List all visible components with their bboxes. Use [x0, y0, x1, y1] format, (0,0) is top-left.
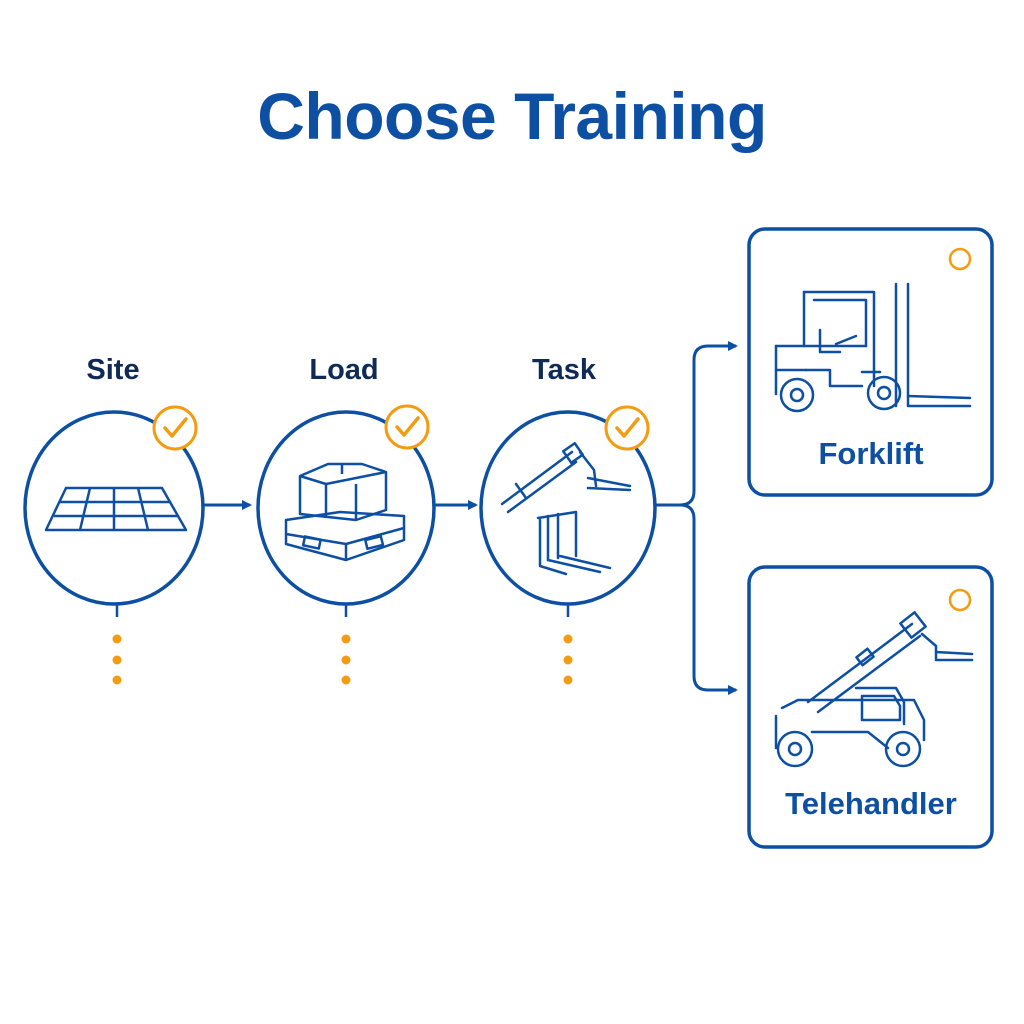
- step-load[interactable]: [256, 404, 436, 685]
- option-label-forklift: Forklift: [818, 436, 924, 471]
- check-icon: [604, 405, 650, 451]
- option-forklift-card[interactable]: [747, 227, 994, 497]
- check-icon: [152, 405, 198, 451]
- step-dots: [563, 634, 573, 685]
- step-dots: [112, 634, 122, 685]
- step-label-task: Task: [532, 354, 596, 386]
- radio-indicator[interactable]: [948, 588, 972, 612]
- option-label-telehandler: Telehandler: [785, 786, 957, 821]
- radio-indicator[interactable]: [948, 247, 972, 271]
- page-title: Choose Training: [257, 79, 767, 153]
- pallet-boxes-icon: [284, 462, 406, 562]
- step-label-site: Site: [86, 354, 140, 386]
- step-task[interactable]: [479, 405, 657, 685]
- step-site[interactable]: [23, 405, 205, 685]
- option-telehandler-card[interactable]: [747, 565, 994, 849]
- step-label-load: Load: [309, 354, 379, 386]
- branch-connector: [655, 341, 738, 695]
- check-icon: [384, 404, 430, 450]
- step-dots: [341, 634, 351, 685]
- lift-arm-forks-icon: [500, 442, 632, 576]
- floor-grid-icon: [44, 486, 188, 532]
- forklift-icon: [774, 282, 972, 413]
- telehandler-icon: [774, 611, 974, 768]
